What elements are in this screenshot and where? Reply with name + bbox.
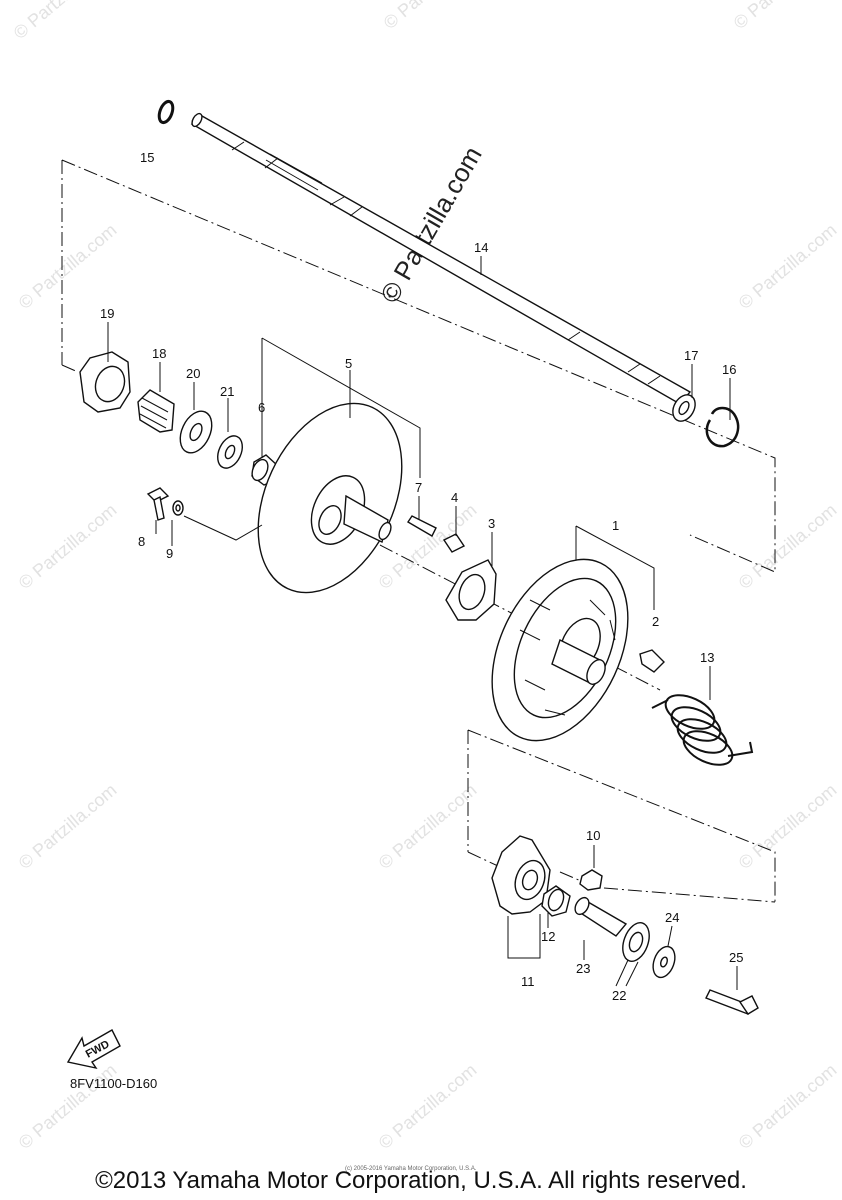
upper-assembly-box xyxy=(61,159,776,573)
spring-13 xyxy=(651,694,754,766)
label-23: 23 xyxy=(576,961,590,976)
label-10: 10 xyxy=(586,828,600,843)
nut-10 xyxy=(579,869,603,891)
watermark: © Partzilla.com xyxy=(15,220,121,313)
label-18: 18 xyxy=(152,346,166,361)
washer-21 xyxy=(217,435,243,469)
leader-9 xyxy=(183,515,263,541)
washer-17 xyxy=(672,394,696,422)
label-8: 8 xyxy=(138,534,145,549)
movable-sheave xyxy=(491,558,629,742)
label-19: 19 xyxy=(100,306,114,321)
label-24: 24 xyxy=(665,910,679,925)
label-13: 13 xyxy=(700,650,714,665)
bolt-25 xyxy=(705,989,759,1015)
watermark: © Partzilla.com xyxy=(735,1060,841,1153)
collar-23 xyxy=(574,896,628,937)
label-17: 17 xyxy=(684,348,698,363)
bearing-22 xyxy=(622,922,650,962)
o-ring xyxy=(157,99,175,125)
diagram-code: 8FV1100-D160 xyxy=(70,1076,157,1091)
watermark-grid: © Partzilla.com © Partzilla.com © Partzi… xyxy=(10,0,841,1153)
label-11: 11 xyxy=(521,974,535,989)
label-22: 22 xyxy=(612,988,626,1003)
bushing-12 xyxy=(541,885,571,917)
plate-3 xyxy=(445,559,497,621)
copyright-footer: ©2013 Yamaha Motor Corporation, U.S.A. A… xyxy=(95,1167,747,1194)
washer-24 xyxy=(652,945,676,979)
watermark: © Partzilla.com xyxy=(15,780,121,873)
watermark: © Partzilla.com xyxy=(375,1060,481,1153)
fwd-arrow-icon: FWD xyxy=(66,1029,121,1070)
label-6: 6 xyxy=(258,400,265,415)
small-copyright: (c) 2005-2016 Yamaha Motor Corporation, … xyxy=(345,1166,477,1172)
watermark: © Partzilla.com xyxy=(735,500,841,593)
bolt-8 xyxy=(146,487,170,521)
watermark: © Partzilla.com xyxy=(15,500,121,593)
nut-19 xyxy=(79,351,131,413)
label-20: 20 xyxy=(186,366,200,381)
leader-lines xyxy=(107,256,738,990)
stud-7 xyxy=(407,515,437,537)
watermark: © Partzilla.com xyxy=(730,0,836,33)
label-3: 3 xyxy=(488,516,495,531)
collar-18 xyxy=(137,389,175,433)
lower-assembly-box xyxy=(467,729,776,903)
label-2: 2 xyxy=(652,614,659,629)
label-7: 7 xyxy=(415,480,422,495)
secondary-shaft xyxy=(190,112,692,405)
watermark: © Partzilla.com xyxy=(380,0,486,33)
bolt-4 xyxy=(442,533,466,553)
watermark: © Partzilla.com xyxy=(15,1060,121,1153)
label-5: 5 xyxy=(345,356,352,371)
label-21: 21 xyxy=(220,384,234,399)
label-25: 25 xyxy=(729,950,743,965)
label-15: 15 xyxy=(140,150,154,165)
fixed-sheave xyxy=(257,402,403,594)
label-9: 9 xyxy=(166,546,173,561)
label-12: 12 xyxy=(541,929,555,944)
watermark: © Partzilla.com xyxy=(735,220,841,313)
washer-9 xyxy=(172,500,184,516)
watermark: © Partzilla.com xyxy=(735,780,841,873)
bracket-11 xyxy=(491,835,551,915)
circlip-16 xyxy=(705,406,740,448)
sheave-1-bracket xyxy=(575,525,655,610)
label-4: 4 xyxy=(451,490,458,505)
slider-2 xyxy=(639,649,665,673)
label-1: 1 xyxy=(612,518,619,533)
watermark: © Partzilla.com xyxy=(10,0,116,43)
label-14: 14 xyxy=(474,240,488,255)
label-16: 16 xyxy=(722,362,736,377)
washer-20 xyxy=(179,410,213,454)
watermark: © Partzilla.com xyxy=(375,780,481,873)
